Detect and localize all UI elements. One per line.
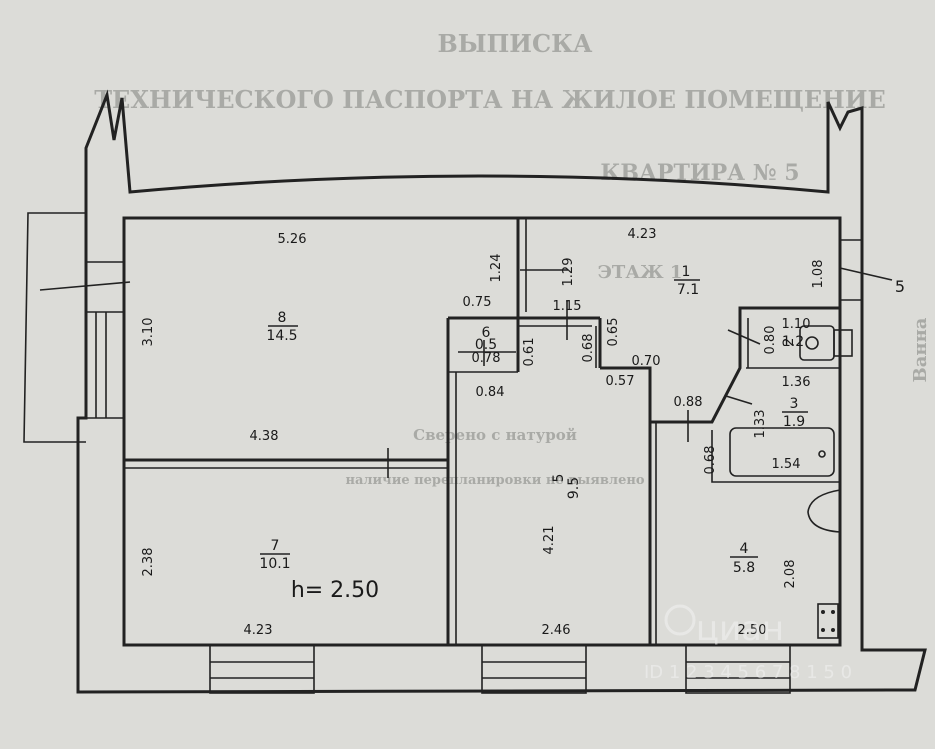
ghost-title: ВЫПИСКА: [438, 29, 593, 58]
dim-0-65: 0.65: [606, 318, 621, 347]
dim-1-15: 1.15: [553, 299, 582, 314]
room-6-number: 6: [482, 325, 491, 341]
room-labels: 8 14.5 7 10.1 6 0.5 5 9.5 1 7.1 2 1.2 3 …: [259, 264, 808, 603]
dim-0-68b: 0.68: [703, 446, 718, 475]
room-2-number: 2: [781, 338, 797, 347]
dim-0-84: 0.84: [476, 385, 505, 400]
dim-0-68a: 0.68: [581, 334, 596, 363]
windows: [209, 644, 791, 694]
watermark-id: ID 1 2 3 4 5 6 7 8 1 5 0: [644, 662, 852, 683]
dim-r1-right: 1.08: [811, 260, 826, 289]
watermark-brand: циан: [696, 609, 784, 649]
dim-0-88: 0.88: [674, 395, 703, 410]
room-5-number: 5: [551, 474, 567, 483]
dim-1-54: 1.54: [772, 457, 801, 472]
ghost-stamp-2: наличие перепланировки не выявлено: [345, 473, 644, 488]
watermark-logo-icon: [664, 604, 696, 636]
room-8-area: 14.5: [266, 328, 297, 344]
dim-r1-top: 4.23: [628, 227, 657, 242]
dim-1-10: 1.10: [782, 317, 811, 332]
dim-r5-bottom: 2.46: [542, 623, 571, 638]
dim-r4-right: 2.08: [783, 560, 798, 589]
dim-r7-bottom: 4.23: [244, 623, 273, 638]
dim-1-24: 1.24: [489, 254, 504, 283]
ceiling-height: h= 2.50: [291, 578, 379, 603]
room-6-area: 0.5: [475, 337, 497, 353]
room-3-number: 3: [790, 396, 799, 412]
dim-r5-height: 4.21: [542, 526, 557, 555]
room-5-area: 9.5: [566, 477, 582, 499]
callout-label: 5: [895, 277, 905, 296]
dim-r8-left: 3.10: [141, 318, 156, 347]
room-1-area: 7.1: [677, 282, 699, 298]
dim-0-78: 0.78: [472, 351, 501, 366]
dim-r8-bottom: 4.38: [250, 429, 279, 444]
interior-walls: [122, 216, 893, 647]
room-4-number: 4: [740, 541, 749, 557]
dimension-ticks: [458, 269, 761, 442]
ghost-side: Ванна: [910, 317, 931, 382]
dim-1-29: 1.29: [561, 258, 576, 287]
dim-0-61: 0.61: [522, 338, 537, 367]
ghost-header: ВЫПИСКА ТЕХНИЧЕСКОГО ПАСПОРТА НА ЖИЛОЕ П…: [94, 29, 931, 488]
room-8-number: 8: [278, 310, 287, 326]
room-2-area: 1.2: [782, 334, 804, 350]
dimension-labels: 5.26 3.10 4.38 2.38 4.23 4.21 2.46 2.50 …: [141, 227, 905, 638]
ghost-stamp-1: Сверено с натурой: [413, 426, 577, 444]
dim-0-70: 0.70: [632, 354, 661, 369]
dim-0-80: 0.80: [763, 326, 778, 355]
dim-0-75: 0.75: [463, 295, 492, 310]
dim-1-33: 1.33: [753, 410, 768, 439]
room-3-area: 1.9: [783, 414, 805, 430]
dim-0-57: 0.57: [606, 374, 635, 389]
room-7-area: 10.1: [259, 556, 290, 572]
dim-r8-top: 5.26: [278, 232, 307, 247]
ghost-subtitle: ТЕХНИЧЕСКОГО ПАСПОРТА НА ЖИЛОЕ ПОМЕЩЕНИЕ: [94, 85, 886, 114]
dim-r4-bottom: 2.50: [738, 623, 767, 638]
building-outline: [23, 89, 927, 694]
room-7-number: 7: [271, 538, 280, 554]
room-4-area: 5.8: [733, 560, 755, 576]
watermark: циан ID 1 2 3 4 5 6 7 8 1 5 0: [644, 604, 852, 683]
dim-r7-left: 2.38: [141, 548, 156, 577]
dim-1-36: 1.36: [782, 375, 811, 390]
ghost-floor: ЭТАЖ 1: [598, 262, 683, 283]
room-1-number: 1: [682, 264, 691, 280]
